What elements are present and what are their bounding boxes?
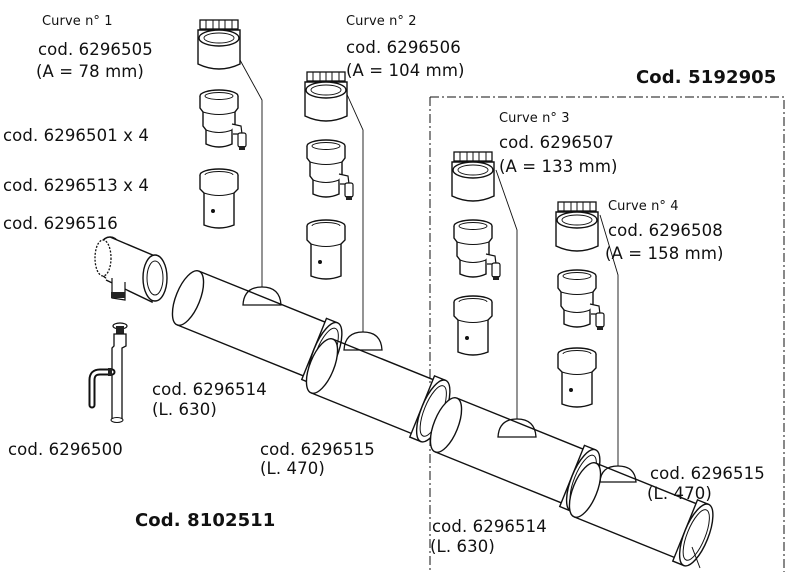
tee-stub-2 [343,331,383,351]
curve4-title: Curve n° 4 [608,199,679,214]
pipe3-length: (L. 630) [430,537,495,556]
curve1-title: Curve n° 1 [42,14,113,29]
tube-6296513-col3 [453,295,493,356]
curve-4 [555,201,599,252]
tube-6296513-col1 [199,168,239,229]
curve4-code: cod. 6296508 [608,221,723,240]
kit-frame [429,96,785,572]
part-6296500-label: cod. 6296500 [8,440,123,459]
part-6296516-label: cod. 6296516 [3,214,118,233]
curve-1 [197,19,241,70]
pipe1-length: (L. 630) [152,400,217,419]
curve1-size: (A = 78 mm) [36,62,144,81]
curve3-size: (A = 133 mm) [499,157,618,176]
connector-6296501-col1 [199,89,247,151]
pipe2-code: cod. 6296515 [260,440,375,459]
connector-6296501-col2 [306,139,354,201]
pipe4-length: (L. 470) [647,484,712,503]
curve2-code: cod. 6296506 [346,38,461,57]
kit-right-code: Cod. 5192905 [636,67,777,88]
curve2-title: Curve n° 2 [346,14,417,29]
curve-3 [451,151,495,202]
pipe4-code: cod. 6296515 [650,464,765,483]
pipe1-code: cod. 6296514 [152,380,267,399]
kit-left-code: Cod. 8102511 [135,510,276,531]
connector-6296501-col4 [557,269,605,331]
tee-stub-4 [599,465,637,483]
connector-6296501-col3 [453,219,501,281]
tube-6296513-col4 [557,347,597,408]
pipe3-code: cod. 6296514 [432,517,547,536]
siphon-6296500 [88,322,128,423]
curve-2 [304,71,348,122]
curve3-title: Curve n° 3 [499,111,570,126]
pipe2-length: (L. 470) [260,459,325,478]
curve1-code: cod. 6296505 [38,40,153,59]
part-6296513-label: cod. 6296513 x 4 [3,176,149,195]
curve3-code: cod. 6296507 [499,133,614,152]
part-6296501-label: cod. 6296501 x 4 [3,126,149,145]
curve4-size: (A = 158 mm) [605,244,724,263]
end-cap-6296516 [94,236,168,304]
tube-6296513-col2 [306,219,346,280]
leader-lines [239,59,619,466]
curve2-size: (A = 104 mm) [346,61,465,80]
